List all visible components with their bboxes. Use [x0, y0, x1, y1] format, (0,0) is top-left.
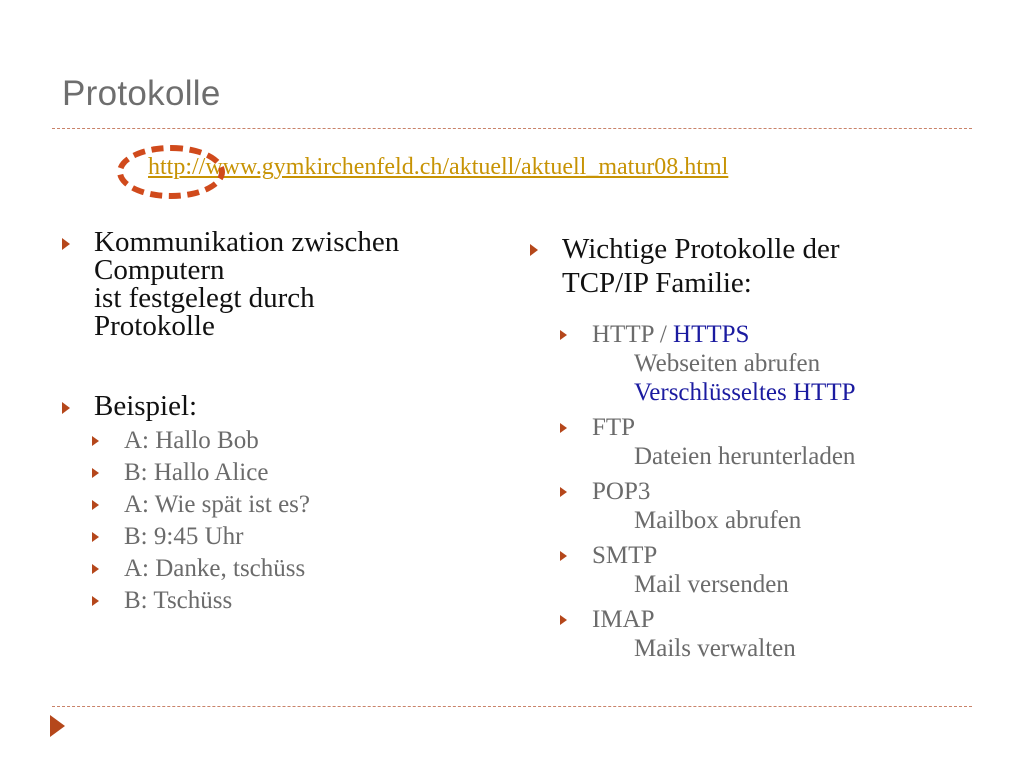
title-divider [52, 128, 972, 129]
protocol-name: FTP [592, 414, 636, 441]
footer-divider [52, 706, 972, 707]
protocol-name: SMTP [592, 542, 658, 569]
arrow-bullet-icon [92, 596, 99, 606]
bullet-text: Protokolle [94, 310, 215, 342]
arrow-bullet-icon [92, 436, 99, 446]
example-dialog-list: A: Hallo Bob B: Hallo Alice A: Wie spät … [62, 426, 492, 615]
protocol-item-smtp: SMTP Mail versenden [560, 541, 1000, 599]
list-item: A: Hallo Bob [92, 426, 492, 455]
protocol-list: HTTP / HTTPS Webseiten abrufen Verschlüs… [530, 320, 1000, 663]
protocol-description: Webseiten abrufen [634, 350, 821, 377]
protocol-description: Dateien herunterladen [634, 443, 856, 470]
protocol-name-highlight: HTTPS [673, 321, 750, 348]
bullet-text: Kommunikation zwischen [94, 226, 400, 258]
protocol-item-http: HTTP / HTTPS Webseiten abrufen Verschlüs… [560, 320, 1000, 407]
arrow-bullet-icon [560, 551, 567, 561]
bullet-communication: Kommunikation zwischen Computern ist fes… [62, 226, 492, 342]
protocol-name: HTTP / [592, 321, 674, 348]
arrow-bullet-icon [92, 500, 99, 510]
arrow-bullet-icon [62, 238, 70, 250]
arrow-bullet-icon [530, 244, 538, 256]
list-item: B: Tschüss [92, 586, 492, 615]
arrow-bullet-icon [560, 487, 567, 497]
arrow-bullet-icon [92, 532, 99, 542]
bullet-text: Beispiel: [94, 390, 198, 422]
left-column: Kommunikation zwischen Computern ist fes… [62, 228, 492, 615]
right-column: Wichtige Protokolle der TCP/IP Familie: … [530, 232, 1000, 663]
bullet-text: ist festgelegt durch [94, 282, 315, 314]
slide-title: Protokolle [62, 74, 221, 113]
bullet-example: Beispiel: [62, 390, 492, 422]
url-link[interactable]: http://www.gymkirchenfeld.ch/aktuell/akt… [148, 154, 729, 180]
arrow-bullet-icon [62, 402, 70, 414]
list-item: B: Hallo Alice [92, 458, 492, 487]
protocol-item-pop3: POP3 Mailbox abrufen [560, 477, 1000, 535]
arrow-bullet-icon [560, 423, 567, 433]
bullet-text: Wichtige Protokolle der [562, 233, 840, 265]
list-item: A: Danke, tschüss [92, 554, 492, 583]
protocol-name: POP3 [592, 478, 651, 505]
bullet-protocols-heading: Wichtige Protokolle der TCP/IP Familie: [530, 232, 1000, 300]
bullet-text: Computern [94, 254, 225, 286]
protocol-description-highlight: Verschlüsseltes HTTP [634, 379, 856, 406]
protocol-name: IMAP [592, 606, 655, 633]
protocol-item-imap: IMAP Mails verwalten [560, 605, 1000, 663]
arrow-bullet-icon [560, 615, 567, 625]
annotation-circle [117, 145, 225, 199]
slide-arrow-icon [50, 715, 65, 737]
protocol-description: Mailbox abrufen [634, 507, 802, 534]
protocol-description: Mail versenden [634, 571, 789, 598]
arrow-bullet-icon [92, 468, 99, 478]
arrow-bullet-icon [560, 330, 567, 340]
protocol-item-ftp: FTP Dateien herunterladen [560, 413, 1000, 471]
protocol-description: Mails verwalten [634, 635, 796, 662]
bullet-text: TCP/IP Familie: [562, 267, 752, 299]
list-item: A: Wie spät ist es? [92, 490, 492, 519]
list-item: B: 9:45 Uhr [92, 522, 492, 551]
arrow-bullet-icon [92, 564, 99, 574]
